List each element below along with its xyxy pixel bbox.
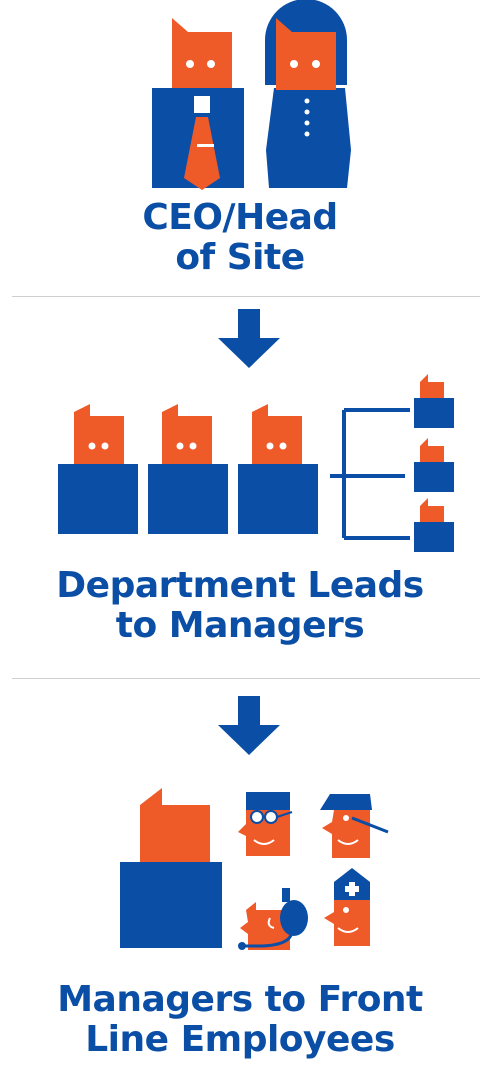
ceo-figures-illustration xyxy=(152,0,351,190)
department-lead-icon xyxy=(238,404,318,534)
department-leads-illustration xyxy=(58,374,454,552)
ceo-level-title: CEO/Head of Site xyxy=(0,198,480,278)
small-manager-icon xyxy=(414,498,454,552)
small-manager-icon xyxy=(414,374,454,428)
department-level-title: Department Leads to Managers xyxy=(0,566,480,646)
section-divider xyxy=(12,296,480,297)
front-line-level-title: Managers to Front Line Employees xyxy=(0,980,480,1060)
small-manager-icon xyxy=(414,438,454,492)
ceo-title-line-1: CEO/Head xyxy=(142,197,338,238)
executive-woman-icon xyxy=(265,0,351,188)
section-divider xyxy=(12,678,480,679)
front-line-title-line-1: Managers to Front xyxy=(57,979,423,1020)
worker-headset-icon xyxy=(238,888,308,950)
department-title-line-2: to Managers xyxy=(115,605,365,646)
front-line-illustration xyxy=(120,788,389,950)
front-line-title-line-2: Line Employees xyxy=(85,1019,395,1060)
executive-man-icon xyxy=(152,18,244,190)
manager-icon xyxy=(120,788,222,948)
department-title-line-1: Department Leads xyxy=(56,565,424,606)
down-arrow-icon xyxy=(218,696,280,755)
ceo-title-line-2: of Site xyxy=(175,237,305,278)
worker-cap-icon xyxy=(320,794,389,858)
nurse-icon xyxy=(324,868,370,946)
department-lead-icon xyxy=(148,404,228,534)
department-lead-icon xyxy=(58,404,138,534)
worker-glasses-icon xyxy=(238,792,293,856)
down-arrow-icon xyxy=(218,309,280,368)
org-tree-icon xyxy=(330,408,410,540)
